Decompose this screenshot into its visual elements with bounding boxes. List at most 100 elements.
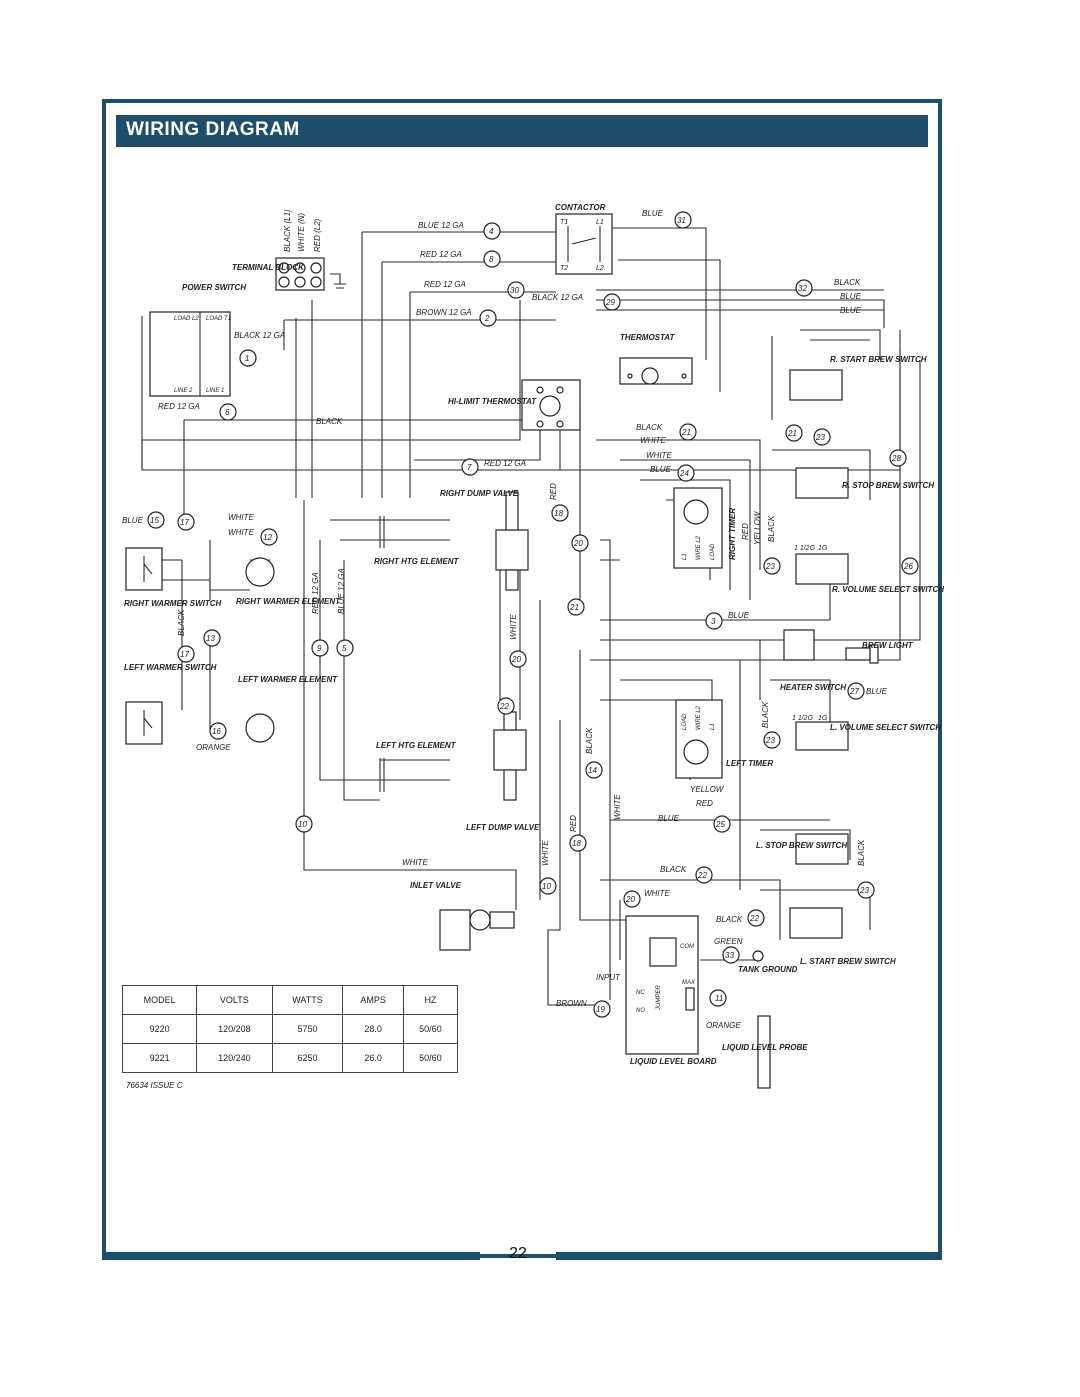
wire-black-6: BLACK <box>761 701 770 728</box>
hi-limit-thermostat <box>521 379 581 431</box>
l2-label: L2 <box>596 265 604 272</box>
svg-text:3: 3 <box>711 617 716 626</box>
svg-text:28: 28 <box>891 454 901 463</box>
l-volume-select-switch <box>795 721 849 751</box>
cell-amps: 28.0 <box>342 1014 404 1044</box>
svg-text:6: 6 <box>225 408 230 417</box>
wire-blue-12ga: BLUE 12 GA <box>418 221 464 230</box>
document-code: 76634 ISSUE C <box>126 1081 183 1090</box>
svg-text:30: 30 <box>510 286 519 295</box>
svg-text:19: 19 <box>596 1005 605 1014</box>
wire-red-12ga-1: RED 12 GA <box>420 250 462 259</box>
liquid-level-board-label: LIQUID LEVEL BOARD <box>630 1057 717 1066</box>
svg-text:23: 23 <box>859 886 869 895</box>
left-warmer-element <box>245 713 275 743</box>
l-start-brew-switch <box>789 907 843 939</box>
svg-text:27: 27 <box>849 687 859 696</box>
wire-black-2: BLACK <box>834 278 861 287</box>
wire-red-3: RED <box>696 799 713 808</box>
svg-text:22: 22 <box>499 702 509 711</box>
t1-label: T1 <box>560 219 568 226</box>
r-stop-brew-switch-label: R. STOP BREW SWITCH <box>842 481 934 490</box>
right-htg-element-label: RIGHT HTG ELEMENT <box>374 557 460 566</box>
table-row: 9221 120/240 6250 26.0 50/60 <box>121 1043 459 1073</box>
wire-black-3: BLACK <box>636 423 663 432</box>
max-label: MAX <box>682 980 696 986</box>
right-timer-wire-l2-label: WIRE L2 <box>696 535 702 560</box>
left-timer-wire-l2-label: WIRE L2 <box>696 705 702 730</box>
wire-black-4: BLACK <box>767 515 776 542</box>
wire-orange-1: ORANGE <box>196 743 231 752</box>
svg-text:12: 12 <box>263 533 272 542</box>
tank-ground-label: TANK GROUND <box>738 965 798 974</box>
wire-red-12ga-5: RED 12 GA <box>311 572 320 614</box>
cell-volts: 120/240 <box>196 1043 273 1073</box>
right-warmer-element <box>245 557 275 587</box>
svg-text:11: 11 <box>715 994 723 1003</box>
left-heating-element <box>379 758 385 792</box>
right-warmer-switch <box>125 547 163 591</box>
page-number: 22 <box>509 1245 527 1262</box>
thermostat <box>619 357 693 385</box>
footer-rule-left <box>102 1252 480 1260</box>
inlet-valve <box>439 909 515 951</box>
wire-blue-3: BLUE <box>840 306 862 315</box>
wire-white-1: WHITE <box>640 436 666 445</box>
nc-label: NC <box>636 990 645 996</box>
svg-text:21: 21 <box>569 603 579 612</box>
wire-brown: BROWN <box>556 999 587 1008</box>
cell-watts: 6250 <box>271 1043 344 1073</box>
svg-text:33: 33 <box>725 951 734 960</box>
wire-black-8: BLACK <box>857 839 866 866</box>
svg-text:23: 23 <box>815 433 825 442</box>
wire-blue-1: BLUE <box>642 209 664 218</box>
svg-text:7: 7 <box>467 463 472 472</box>
svg-text:14: 14 <box>588 766 597 775</box>
tank-ground <box>752 950 764 962</box>
input-label: INPUT <box>596 973 621 982</box>
jumper-label: JUMPER <box>656 985 662 1011</box>
model-spec-table: MODEL VOLTS WATTS AMPS HZ 9220 120/208 5… <box>121 985 459 1073</box>
svg-text:26: 26 <box>903 562 913 571</box>
no-label: NO <box>636 1008 645 1014</box>
svg-text:22: 22 <box>697 871 707 880</box>
svg-text:17: 17 <box>180 650 189 659</box>
r-volume-select-switch <box>795 553 849 585</box>
svg-text:23: 23 <box>765 562 775 571</box>
wire-red-12ga-4: RED 12 GA <box>484 459 526 468</box>
r-vol-1g-label: 1G <box>818 545 828 552</box>
left-warmer-switch <box>125 701 163 745</box>
component-labels: TERMINAL BLOCK POWER SWITCH CONTACTOR TH… <box>124 203 944 1066</box>
svg-text:13: 13 <box>206 634 215 643</box>
l-vol-1-1-2g-label: 1 1/2G <box>792 715 814 722</box>
svg-text:24: 24 <box>679 469 689 478</box>
wire-black-12ga-stack: BLACK 12 GA <box>234 331 285 340</box>
cell-hz: 50/60 <box>402 1014 459 1044</box>
r-volume-select-switch-label: R. VOLUME SELECT SWITCH <box>832 585 944 594</box>
left-timer-l1-label: L1 <box>710 723 716 730</box>
contactor <box>555 213 613 275</box>
wire-orange-2: ORANGE <box>706 1021 741 1030</box>
left-dump-valve-label: LEFT DUMP VALVE <box>466 823 540 832</box>
wire-white-5: WHITE <box>509 614 518 640</box>
left-timer-load-label: LOAD <box>682 713 688 730</box>
l1-label: L1 <box>596 219 604 226</box>
wire-red-12ga-2: RED 12 GA <box>424 280 466 289</box>
right-timer-label: RIGHT TIMER <box>728 508 737 560</box>
cell-volts: 120/208 <box>196 1014 273 1044</box>
wire-blue-4: BLUE <box>650 465 672 474</box>
wire-black-5: BLACK <box>177 609 186 636</box>
header-hz: HZ <box>402 985 459 1015</box>
hi-limit-thermostat-label: HI-LIMIT THERMOSTAT <box>448 397 537 406</box>
wire-brown-12ga: BROWN 12 GA <box>416 308 472 317</box>
l-vol-1g-label: 1G <box>818 715 828 722</box>
wire-yellow-1: YELLOW <box>753 510 762 545</box>
svg-text:5: 5 <box>342 644 347 653</box>
t2-label: T2 <box>560 265 568 272</box>
left-warmer-switch-label: LEFT WARMER SWITCH <box>124 663 217 672</box>
cell-hz: 50/60 <box>402 1043 459 1073</box>
inlet-valve-label: INLET VALVE <box>410 881 462 890</box>
wire-black-12ga: BLACK 12 GA <box>532 293 583 302</box>
left-dump-valve <box>493 711 527 801</box>
right-warmer-switch-label: RIGHT WARMER SWITCH <box>124 599 222 608</box>
